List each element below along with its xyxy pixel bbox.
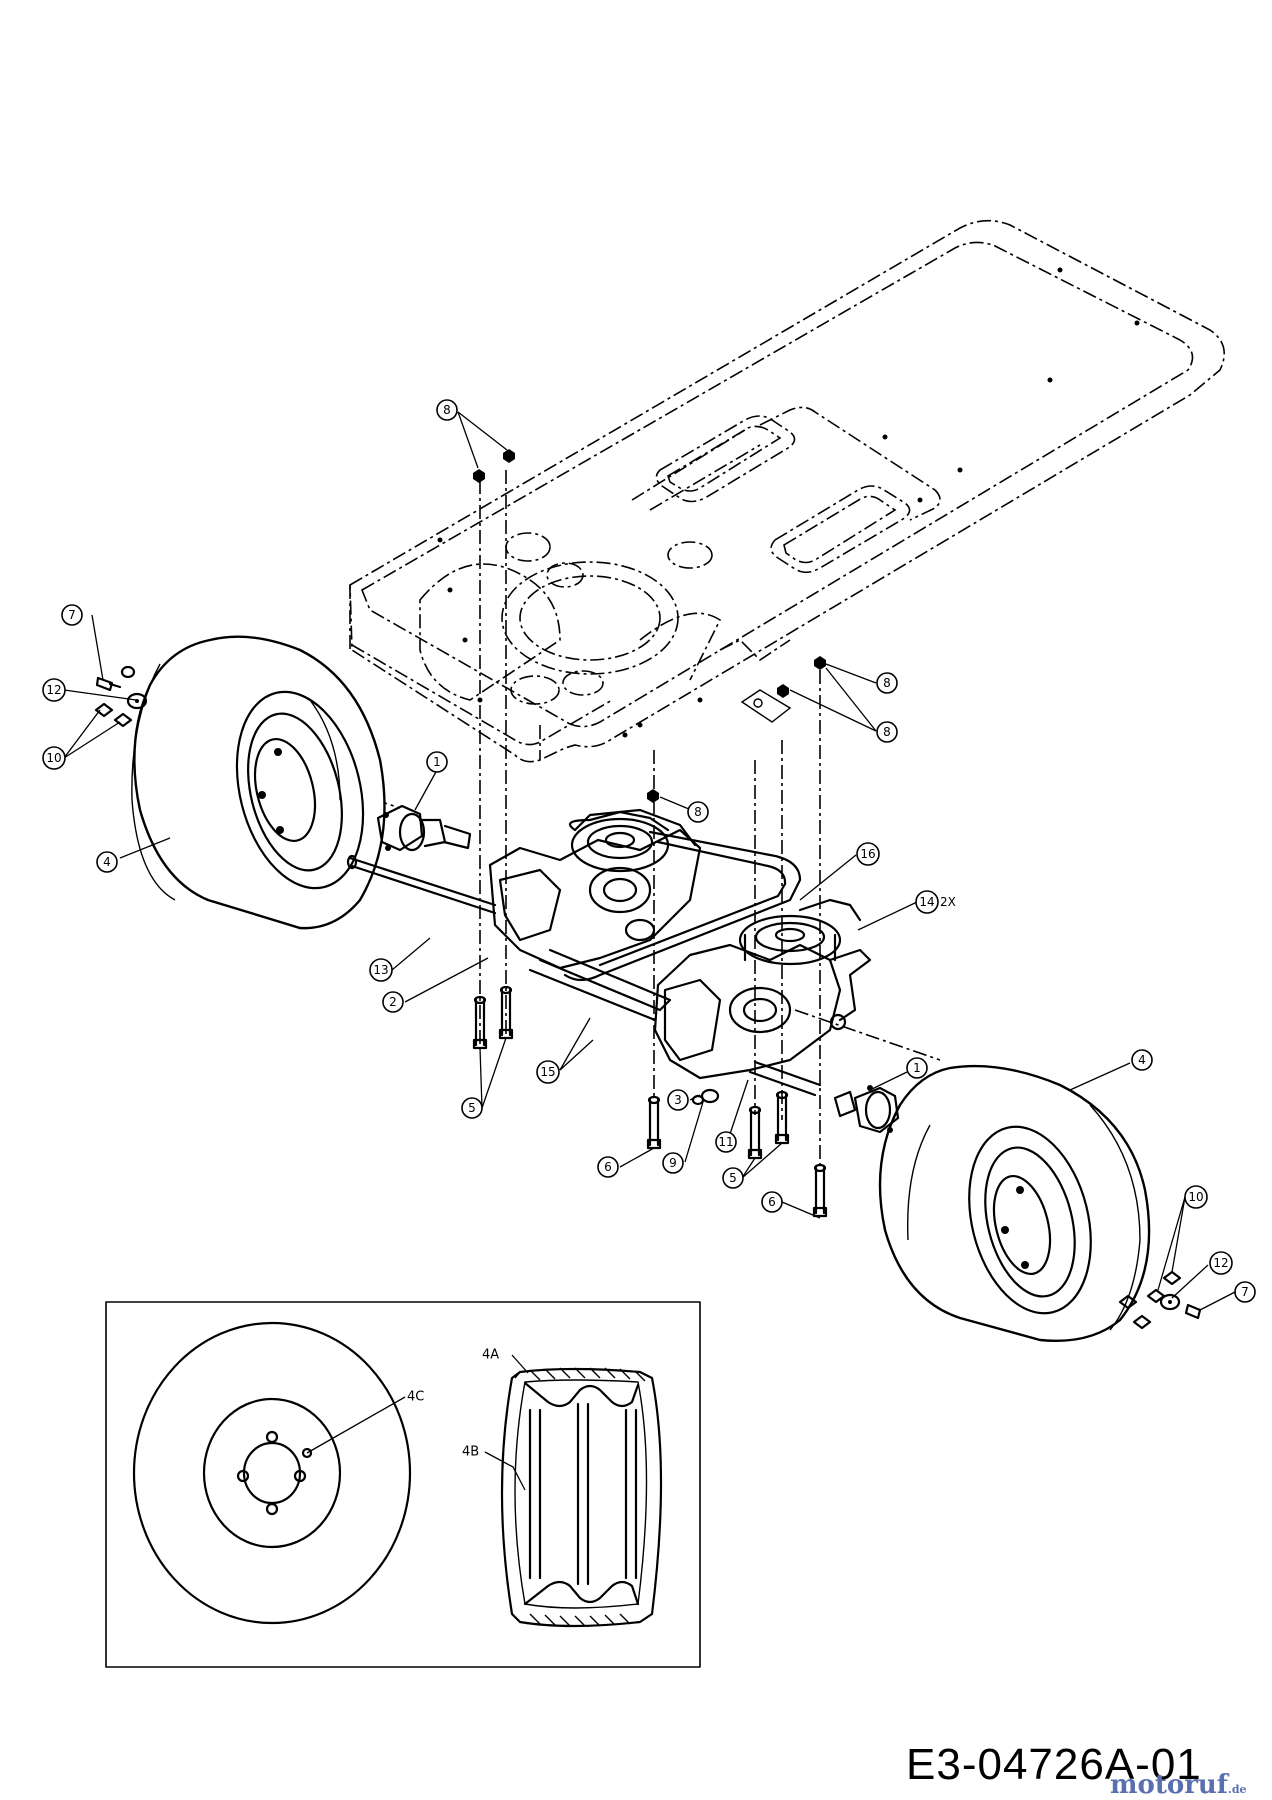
svg-text:5: 5 (468, 1101, 476, 1115)
callout-6-right: 6 (761, 1191, 783, 1213)
callout-9: 9 (662, 1152, 684, 1174)
svg-text:3: 3 (674, 1093, 682, 1107)
bolt-6b (812, 1163, 828, 1218)
svg-text:6: 6 (768, 1195, 776, 1209)
svg-text:10: 10 (1188, 1190, 1203, 1204)
bolt-6a (646, 1095, 662, 1150)
callout-12-left: 12 (42, 678, 66, 702)
right-hub (833, 1085, 900, 1134)
svg-text:16: 16 (860, 847, 875, 861)
callout-11: 11 (715, 1131, 737, 1153)
svg-text:5: 5 (729, 1171, 737, 1185)
axle-pin (346, 854, 497, 915)
watermark-text: motoruf (1110, 1770, 1228, 1800)
svg-text:8: 8 (694, 805, 702, 819)
callout-2: 2 (382, 991, 404, 1013)
svg-text:6: 6 (604, 1160, 612, 1174)
svg-text:2: 2 (389, 995, 397, 1009)
callout-5-left: 5 (461, 1097, 483, 1119)
callout-14: 14 2X (915, 890, 956, 914)
callout-13: 13 (369, 958, 393, 982)
watermark-logo: motoruf.de (1110, 1770, 1247, 1800)
callout-8-mid: 8 (687, 801, 709, 823)
svg-text:15: 15 (540, 1065, 555, 1079)
svg-text:1: 1 (913, 1061, 921, 1075)
callout-8-top: 8 (436, 399, 458, 421)
tire-detail-inset (105, 1301, 701, 1668)
left-wheel (131, 635, 386, 930)
svg-text:11: 11 (718, 1135, 733, 1149)
left-hardware (94, 665, 148, 728)
callout-16: 16 (856, 842, 880, 866)
callout-4-right: 4 (1131, 1049, 1153, 1071)
svg-text:8: 8 (443, 403, 451, 417)
label-4c: 4C (407, 1390, 424, 1405)
svg-text:7: 7 (68, 608, 76, 622)
frame-holes (437, 267, 1140, 738)
callout-7-right: 7 (1234, 1281, 1256, 1303)
bolt-5b (498, 985, 514, 1040)
leader-lines (63, 411, 1236, 1491)
left-hub (376, 804, 472, 852)
svg-text:4: 4 (1138, 1053, 1146, 1067)
callout-1-right: 1 (906, 1057, 928, 1079)
drawing-number: E3-04726A-01 (906, 1740, 1202, 1789)
label-4b: 4B (462, 1445, 479, 1460)
svg-text:2X: 2X (940, 895, 956, 909)
right-wheel (878, 1064, 1151, 1342)
watermark-tld: .de (1228, 1783, 1247, 1796)
svg-text:10: 10 (46, 751, 61, 765)
svg-text:13: 13 (373, 963, 388, 977)
callout-4-left: 4 (96, 851, 118, 873)
callout-5-right: 5 (722, 1167, 744, 1189)
callout-10-right: 10 (1184, 1185, 1208, 1209)
svg-text:14: 14 (919, 895, 934, 909)
svg-text:9: 9 (669, 1156, 677, 1170)
label-4a: 4A (482, 1348, 499, 1363)
svg-text:12: 12 (46, 683, 61, 697)
callout-6-mid: 6 (597, 1156, 619, 1178)
callout-8-right-upper: 8 (876, 672, 898, 694)
callout-8-right-lower: 8 (876, 721, 898, 743)
callout-1-left: 1 (426, 751, 448, 773)
svg-text:4: 4 (103, 855, 111, 869)
callout-15: 15 (536, 1060, 560, 1084)
bolts (472, 985, 828, 1218)
callout-7-left: 7 (61, 604, 83, 626)
callout-3: 3 (667, 1089, 689, 1111)
frame (349, 219, 1226, 763)
svg-text:7: 7 (1241, 1285, 1249, 1299)
callout-10-left: 10 (42, 746, 66, 770)
transaxle-assembly (488, 808, 872, 1097)
svg-text:8: 8 (883, 676, 891, 690)
right-hardware (1118, 1270, 1202, 1330)
svg-text:12: 12 (1213, 1256, 1228, 1270)
svg-text:1: 1 (433, 755, 441, 769)
bolt-5a (472, 995, 488, 1050)
svg-text:8: 8 (883, 725, 891, 739)
callout-12-right: 12 (1209, 1251, 1233, 1275)
frame-nuts (473, 449, 826, 803)
